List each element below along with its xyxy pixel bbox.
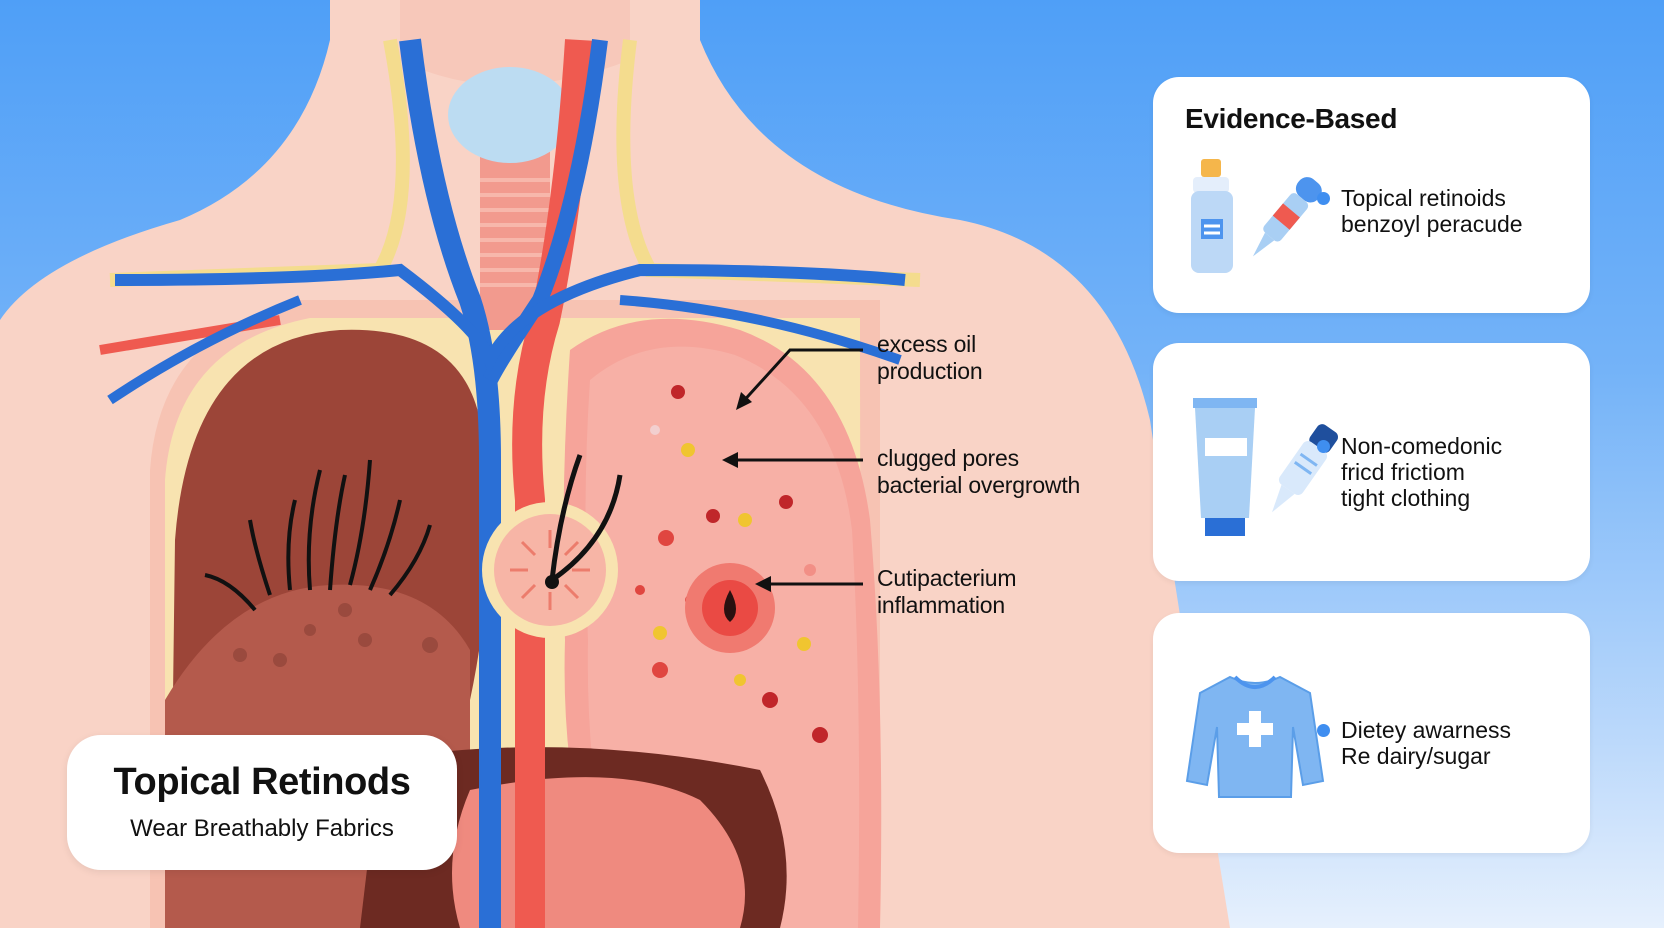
- card-bullet: Dietey awarness Re dairy/sugar: [1317, 717, 1512, 769]
- pimple-core: [724, 590, 736, 622]
- artery: [512, 39, 595, 928]
- card-diet: Dietey awarness Re dairy/sugar: [1153, 613, 1590, 853]
- bullet-dot-icon: [1317, 192, 1330, 205]
- annotation-line: excess oil: [877, 331, 976, 357]
- annotation-pores: clugged pores bacterial overgrowth: [877, 445, 1080, 499]
- nerve-right: [616, 39, 921, 287]
- annotation-line: clugged pores: [877, 445, 1019, 471]
- card-line: Dietey awarness: [1341, 717, 1512, 743]
- vein-horizontal: [114, 263, 906, 376]
- bullet-dot-icon: [1317, 724, 1330, 737]
- card-evidence-based: Evidence-Based Topical retinoids benzoyl…: [1153, 77, 1590, 313]
- annotation-line: Cutipacterium: [877, 565, 1017, 591]
- hair-tuft: [204, 459, 432, 612]
- callout-title: Topical Retinods: [113, 761, 411, 803]
- hair-strand-2: [550, 474, 623, 583]
- hair-root: [545, 575, 559, 589]
- arrow-heads: [722, 392, 771, 592]
- pore-dots: [233, 603, 438, 667]
- annotation-line: inflammation: [877, 592, 1005, 618]
- card-line: Non-comedonic: [1341, 433, 1503, 459]
- bullet-dot-icon: [1317, 440, 1330, 453]
- card-line: tight clothing: [1341, 485, 1471, 511]
- shirt-icon: [1185, 675, 1325, 798]
- card-clothing: Non-comedonic fricd frictiom tight cloth…: [1153, 343, 1590, 581]
- inflammation-spots: [635, 385, 828, 743]
- annotation-bacteria: Cutipacterium inflammation: [877, 565, 1016, 619]
- nerve-left: [109, 38, 410, 287]
- annotation-line: bacterial overgrowth: [877, 472, 1081, 498]
- trachea-rings: [480, 178, 550, 287]
- vein-left: [399, 38, 501, 928]
- card-title: Evidence-Based: [1185, 103, 1398, 134]
- card-bullet: Topical retinoids benzoyl peracude: [1317, 185, 1523, 237]
- vein-branch-left: [107, 295, 302, 405]
- tube-and-dropper-icon: [1193, 398, 1339, 536]
- vein-right: [482, 39, 608, 384]
- hair-strand: [549, 454, 583, 581]
- annotation-oil: excess oil production: [877, 331, 983, 385]
- topical-retinods-callout: Topical Retinods Wear Breathably Fabrics: [67, 735, 457, 870]
- thyroid: [448, 67, 572, 163]
- card-line: Re dairy/sugar: [1341, 743, 1491, 769]
- card-bullet: Non-comedonic fricd frictiom tight cloth…: [1317, 433, 1503, 511]
- card-line: Topical retinoids: [1341, 185, 1506, 211]
- card-line: benzoyl peracude: [1341, 211, 1523, 237]
- arrow-oil: [738, 348, 863, 407]
- card-line: fricd frictiom: [1341, 459, 1465, 485]
- vein-branch-right: [619, 295, 902, 365]
- bottle-and-dropper-icon: [1191, 159, 1322, 273]
- callout-subtitle: Wear Breathably Fabrics: [130, 815, 394, 842]
- annotation-arrows: [727, 348, 863, 586]
- follicle-rays: [510, 530, 590, 610]
- annotation-line: production: [877, 358, 983, 384]
